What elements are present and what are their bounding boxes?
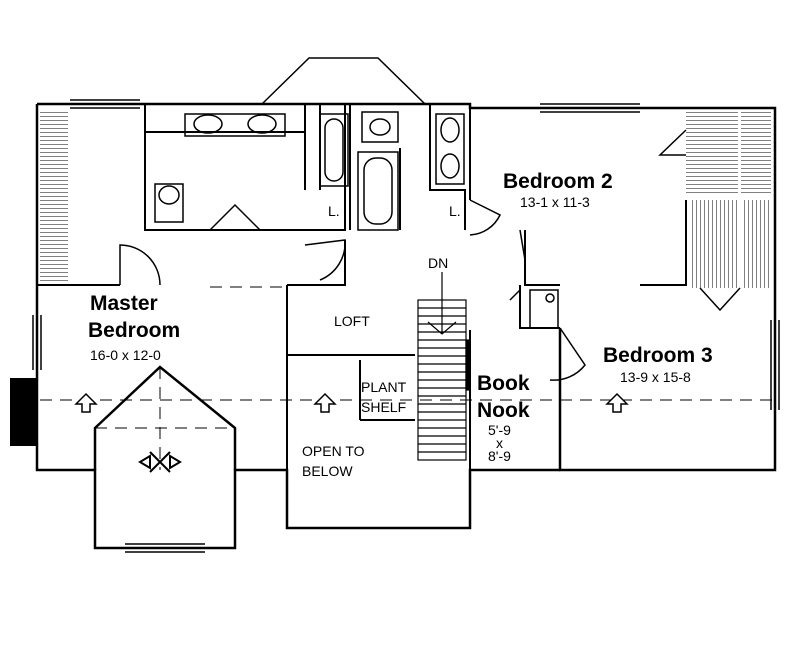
- ceiling-lines: [40, 286, 775, 470]
- book-nook-size-2: x: [496, 435, 503, 451]
- chimney: [10, 378, 37, 446]
- stair-down-label: DN: [428, 255, 448, 271]
- bedroom-3-name: Bedroom 3: [603, 344, 713, 367]
- linen-closet-label-1: L.: [328, 203, 340, 219]
- bedroom-2-size: 13-1 x 11-3: [520, 194, 590, 210]
- ceiling-fan-icon: [138, 451, 182, 473]
- open-to-below-label-2: BELOW: [302, 463, 353, 479]
- ceiling-arrows: [74, 392, 629, 413]
- book-nook-name-1: Book: [477, 372, 530, 395]
- master-bedroom-size: 16-0 x 12-0: [90, 347, 161, 363]
- interior-walls: [37, 104, 687, 470]
- stairs: [417, 272, 471, 461]
- closets: [40, 110, 771, 288]
- loft-label: LOFT: [334, 313, 370, 329]
- bath-fixtures: [154, 111, 559, 329]
- bay-roof: [261, 57, 426, 105]
- master-bedroom-name-2: Bedroom: [88, 319, 180, 342]
- book-nook-size-3: 8'-9: [488, 448, 511, 464]
- open-to-below-label-1: OPEN TO: [302, 443, 365, 459]
- plant-shelf-label-1: PLANT: [361, 379, 407, 395]
- bedroom-3-size: 13-9 x 15-8: [620, 369, 691, 385]
- windows: [32, 99, 780, 553]
- bedroom-2-name: Bedroom 2: [503, 170, 613, 193]
- book-nook-name-2: Nook: [477, 399, 530, 422]
- book-nook-size-1: 5'-9: [488, 422, 511, 438]
- linen-closet-label-2: L.: [449, 203, 461, 219]
- door-swings: [119, 129, 741, 381]
- plant-shelf-label-2: SHELF: [361, 399, 406, 415]
- master-bedroom-name-1: Master: [90, 292, 158, 315]
